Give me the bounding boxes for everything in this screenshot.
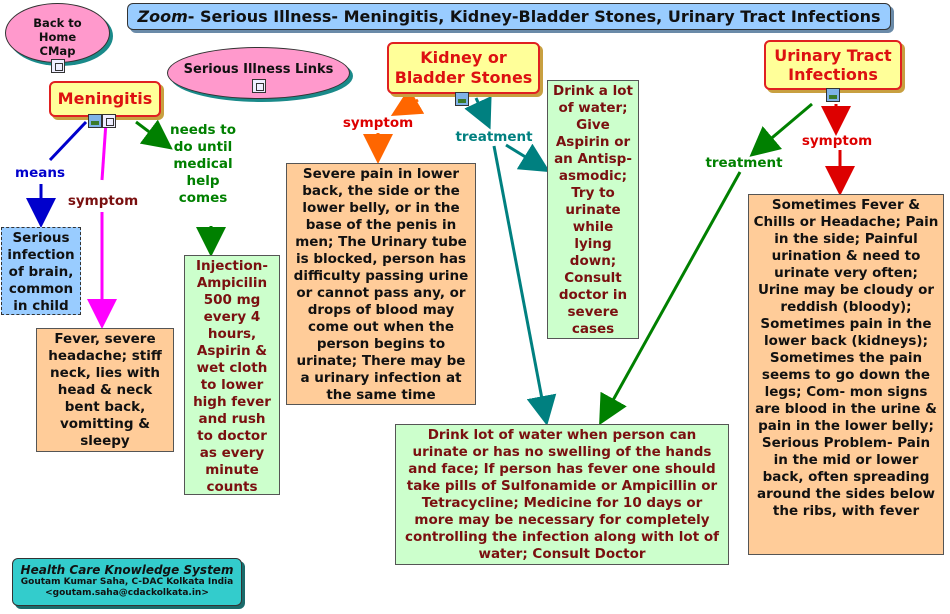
serious-infection-box: Serious infection of brain, common in ch…: [1, 227, 81, 315]
concept-uti-label: Urinary Tract Infections: [774, 46, 892, 84]
cmap-icon[interactable]: [251, 78, 266, 93]
arrow-symptom-kid-in: [390, 87, 425, 117]
kidney-symptoms-box: Severe pain in lower back, the side or t…: [286, 163, 476, 405]
arrow-needs-in: [135, 119, 173, 150]
kidney-icons: [455, 88, 469, 107]
footer-heading: Health Care Knowledge System: [20, 563, 234, 577]
footer-author: Goutam Kumar Saha, C-DAC Kolkata India: [20, 577, 234, 587]
meningitis-symptoms-box: Fever, severe headache; stiff neck, lies…: [36, 328, 174, 452]
meningitis-needs-box: Injection- Ampicilin 500 mg every 4 hour…: [184, 255, 280, 495]
link-symptom-kidney: symptom: [342, 115, 414, 131]
arrow-treatment-kid-in: [464, 95, 492, 130]
cmap-icon[interactable]: [102, 113, 116, 128]
arrow-treatment-kid-down: [492, 145, 557, 426]
back-home-button[interactable]: Back to Home CMap: [5, 3, 110, 73]
concept-uti[interactable]: Urinary Tract Infections: [764, 40, 902, 90]
arrow-means-in: [48, 120, 88, 162]
arrow-symptom-men-in: [100, 121, 108, 181]
cmap-icon[interactable]: [50, 58, 65, 73]
link-treatment-kidney: treatment: [455, 129, 533, 145]
title-rest: - Serious Illness- Meningitis, Kidney-Bl…: [187, 7, 881, 26]
back-home-label: Back to Home CMap: [33, 16, 82, 58]
footer-credit: Health Care Knowledge System Goutam Kuma…: [12, 558, 242, 606]
arrow-treatment-uti-in: [749, 102, 813, 157]
concept-kidney[interactable]: Kidney or Bladder Stones: [387, 42, 540, 94]
image-icon[interactable]: [826, 87, 840, 102]
shared-treatment-box: Drink lot of water when person can urina…: [395, 424, 729, 565]
arrow-treatment-uti-out: [599, 171, 742, 426]
image-icon[interactable]: [455, 91, 469, 106]
concept-meningitis-label: Meningitis: [57, 89, 153, 108]
link-symptom-uti: symptom: [801, 133, 873, 149]
serious-illness-links-label: Serious Illness Links: [183, 62, 334, 77]
arrow-treatment-kid-right: [505, 143, 551, 173]
serious-illness-links-button[interactable]: Serious Illness Links: [167, 47, 350, 99]
title-prefix: Zoom: [137, 7, 188, 26]
meningitis-icons: [88, 110, 116, 129]
image-icon[interactable]: [88, 113, 102, 128]
link-means: means: [15, 165, 65, 181]
link-needs: needs to do until medical help comes: [169, 122, 237, 206]
concept-kidney-label: Kidney or Bladder Stones: [394, 48, 533, 87]
page-title: Zoom- Serious Illness- Meningitis, Kidne…: [127, 3, 891, 30]
link-treatment-uti: treatment: [705, 155, 783, 171]
uti-symptoms-box: Sometimes Fever & Chills or Headache; Pa…: [748, 194, 944, 555]
link-symptom-meningitis: symptom: [67, 193, 139, 209]
footer-email: <goutam.saha@cdackolkata.in>: [45, 588, 209, 598]
uti-icons: [826, 84, 840, 103]
kidney-treatment-box: Drink a lot of water; Give Aspirin or an…: [547, 80, 639, 339]
concept-meningitis[interactable]: Meningitis: [49, 81, 161, 117]
